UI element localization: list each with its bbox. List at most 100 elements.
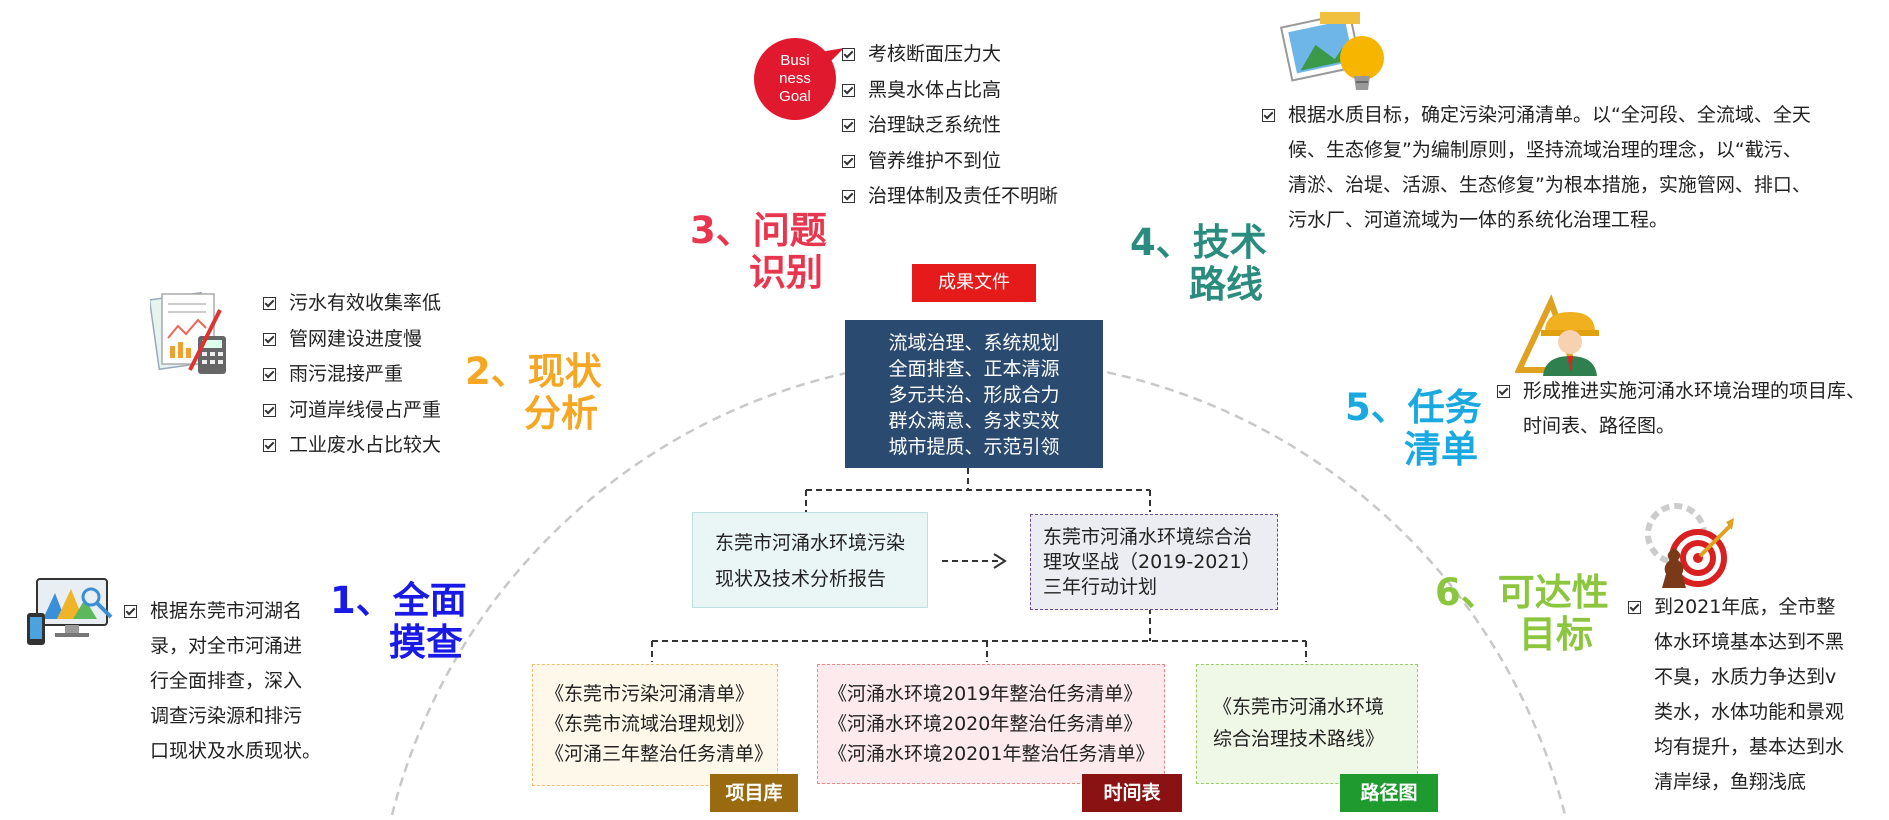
checkbox-icon: [842, 48, 855, 61]
checkbox-icon: [1628, 601, 1641, 614]
list-item: 治理体制及责任不明晰: [842, 179, 1058, 215]
schedule-tag: 时间表: [1082, 774, 1182, 812]
s3-item: 治理缺乏系统性: [868, 114, 1002, 136]
list-item: 黑臭水体占比高: [842, 73, 1058, 109]
step-6-description: 到2021年底，全市整 体水环境基本达到不黑 不臭，水质力争达到v 类水，水体功…: [1628, 590, 1844, 800]
plan-line: 三年行动计划: [1043, 576, 1158, 598]
roadmap-line: 《东莞市河涌水环境: [1213, 696, 1385, 718]
s6-line: 清岸绿，鱼翔浅底: [1654, 771, 1807, 793]
s6-line: 类水，水体功能和景观: [1654, 701, 1845, 723]
project-tag: 项目库: [710, 774, 798, 812]
step-4-title: 4、技术 路线: [1130, 222, 1267, 306]
s3-item: 管养维护不到位: [868, 149, 1002, 172]
business-goal-badge: Busi ness Goal: [754, 38, 844, 120]
schedule-line: 《河涌水环境2020年整治任务清单》: [828, 713, 1143, 735]
step-6-title: 6、可达性 目标: [1435, 572, 1609, 656]
principles-box: 流域治理、系统规划 全面排查、正本清源 多元共治、形成合力 群众满意、务求实效 …: [845, 320, 1103, 468]
principle-line: 群众满意、务求实效: [888, 410, 1060, 432]
roadmap-line: 综合治理技术路线》: [1213, 728, 1385, 750]
project-line: 《东莞市流域治理规划》: [545, 713, 755, 735]
checkbox-icon: [263, 403, 276, 417]
s4-line: 候、生态修复”为编制原则，坚持流域治理的理念，以“截污、: [1288, 139, 1802, 161]
list-item: 管网建设进度慢: [263, 322, 441, 358]
s4-line: 根据水质目标，确定污染河涌清单。以“全河段、全流域、全天: [1288, 104, 1811, 126]
report-box: 东莞市河涌水环境污染 现状及技术分析报告: [692, 512, 928, 608]
s5-line: 形成推进实施河涌水环境治理的项目库、: [1523, 380, 1866, 402]
schedule-line: 《河涌水环境2019年整治任务清单》: [828, 683, 1143, 705]
step-6-line1: 6、可达性: [1435, 571, 1609, 614]
list-item: 考核断面压力大: [842, 37, 1058, 73]
plan-box: 东莞市河涌水环境综合治 理攻坚战（2019-2021） 三年行动计划: [1030, 514, 1278, 610]
step-4-line1: 4、技术: [1130, 221, 1267, 264]
s4-line: 污水厂、河道流域为一体的系统化治理工程。: [1288, 209, 1669, 231]
checkbox-icon: [842, 190, 855, 203]
s1-line: 录，对全市河涌进: [150, 635, 303, 657]
report-line: 现状及技术分析报告: [715, 568, 887, 590]
step-2-checklist: 污水有效收集率低 管网建设进度慢 雨污混接严重 河道岸线侵占严重 工业废水占比较…: [263, 286, 441, 464]
step-1-title: 1、全面 摸查: [330, 580, 467, 664]
schedule-line: 《河涌水环境20201年整治任务清单》: [828, 743, 1155, 765]
project-line: 《河涌三年整治任务清单》: [545, 743, 774, 765]
s2-item: 污水有效收集率低: [289, 292, 442, 314]
list-item: 治理缺乏系统性: [842, 108, 1058, 144]
s5-line: 时间表、路径图。: [1523, 415, 1676, 437]
checkbox-icon: [842, 154, 855, 168]
step-5-description: 形成推进实施河涌水环境治理的项目库、 时间表、路径图。: [1497, 374, 1865, 444]
report-calculator-icon: [150, 291, 226, 374]
checkbox-icon: [842, 83, 855, 97]
s6-line: 体水环境基本达到不黑: [1654, 631, 1845, 653]
checkbox-icon: [842, 119, 855, 132]
s3-item: 考核断面压力大: [868, 43, 1002, 65]
step-5-title: 5、任务 清单: [1345, 387, 1482, 471]
list-item: 工业废水占比较大: [263, 428, 441, 464]
step-1-description: 根据东莞市河湖名 录，对全市河涌进 行全面排查，深入 调查污染源和排污 口现状及…: [124, 594, 321, 769]
step-1-line2: 摸查: [389, 621, 463, 664]
badge-line1: Busi: [780, 52, 810, 69]
plan-line: 理攻坚战（2019-2021）: [1043, 551, 1261, 573]
s2-item: 雨污混接严重: [289, 363, 404, 385]
s1-line: 调查污染源和排污: [150, 705, 303, 727]
s3-item: 黑臭水体占比高: [868, 78, 1002, 101]
roadmap-list-box: 《东莞市河涌水环境 综合治理技术路线》: [1196, 664, 1418, 784]
principle-line: 城市提质、示范引领: [888, 436, 1060, 458]
step-5-line2: 清单: [1404, 428, 1478, 471]
s4-line: 清淤、治堤、活源、生态修复”为根本措施，实施管网、排口、: [1288, 174, 1811, 196]
badge-line2: ness: [779, 70, 811, 87]
engineer-icon: [1515, 294, 1599, 376]
s6-line: 不臭，水质力争达到v: [1654, 666, 1837, 688]
s1-line: 口现状及水质现状。: [150, 740, 322, 762]
principle-line: 多元共治、形成合力: [888, 384, 1060, 406]
checkbox-icon: [263, 368, 276, 381]
step-3-line1: 3、问题: [690, 209, 827, 252]
schedule-list-box: 《河涌水环境2019年整治任务清单》 《河涌水环境2020年整治任务清单》 《河…: [817, 664, 1165, 784]
step-2-title: 2、现状 分析: [465, 351, 602, 435]
s6-line: 均有提升，基本达到水: [1654, 736, 1845, 758]
badge-pointer-icon: [820, 48, 844, 66]
principle-line: 全面排查、正本清源: [888, 358, 1060, 380]
checkbox-icon: [1262, 109, 1275, 122]
plan-line: 东莞市河涌水环境综合治: [1043, 526, 1253, 548]
picture-lightbulb-icon: [1280, 11, 1384, 90]
s6-line: 到2021年底，全市整: [1654, 596, 1836, 618]
step-4-line2: 路线: [1189, 263, 1263, 306]
s1-line: 行全面排查，深入: [150, 670, 303, 692]
step-2-line2: 分析: [524, 392, 598, 435]
step-2-line1: 2、现状: [465, 350, 602, 393]
checkbox-icon: [263, 332, 276, 346]
list-item: 雨污混接严重: [263, 357, 441, 393]
project-list-box: 《东莞市污染河涌清单》 《东莞市流域治理规划》 《河涌三年整治任务清单》: [532, 664, 778, 786]
step-4-description: 根据水质目标，确定污染河涌清单。以“全河段、全流域、全天 候、生态修复”为编制原…: [1262, 98, 1811, 238]
step-1-line1: 1、全面: [330, 579, 467, 622]
checkbox-icon: [263, 297, 276, 310]
result-label: 成果文件: [912, 264, 1036, 302]
target-chess-icon: [1645, 503, 1734, 588]
badge-line3: Goal: [779, 88, 811, 105]
step-3-line2: 识别: [749, 251, 823, 294]
checkbox-icon: [124, 605, 137, 618]
step-5-line1: 5、任务: [1345, 386, 1482, 429]
report-line: 东莞市河涌水环境污染: [715, 532, 906, 554]
s2-item: 工业废水占比较大: [289, 434, 442, 456]
step-3-title: 3、问题 识别: [690, 210, 827, 294]
s2-item: 管网建设进度慢: [289, 327, 423, 350]
checkbox-icon: [1497, 385, 1510, 398]
